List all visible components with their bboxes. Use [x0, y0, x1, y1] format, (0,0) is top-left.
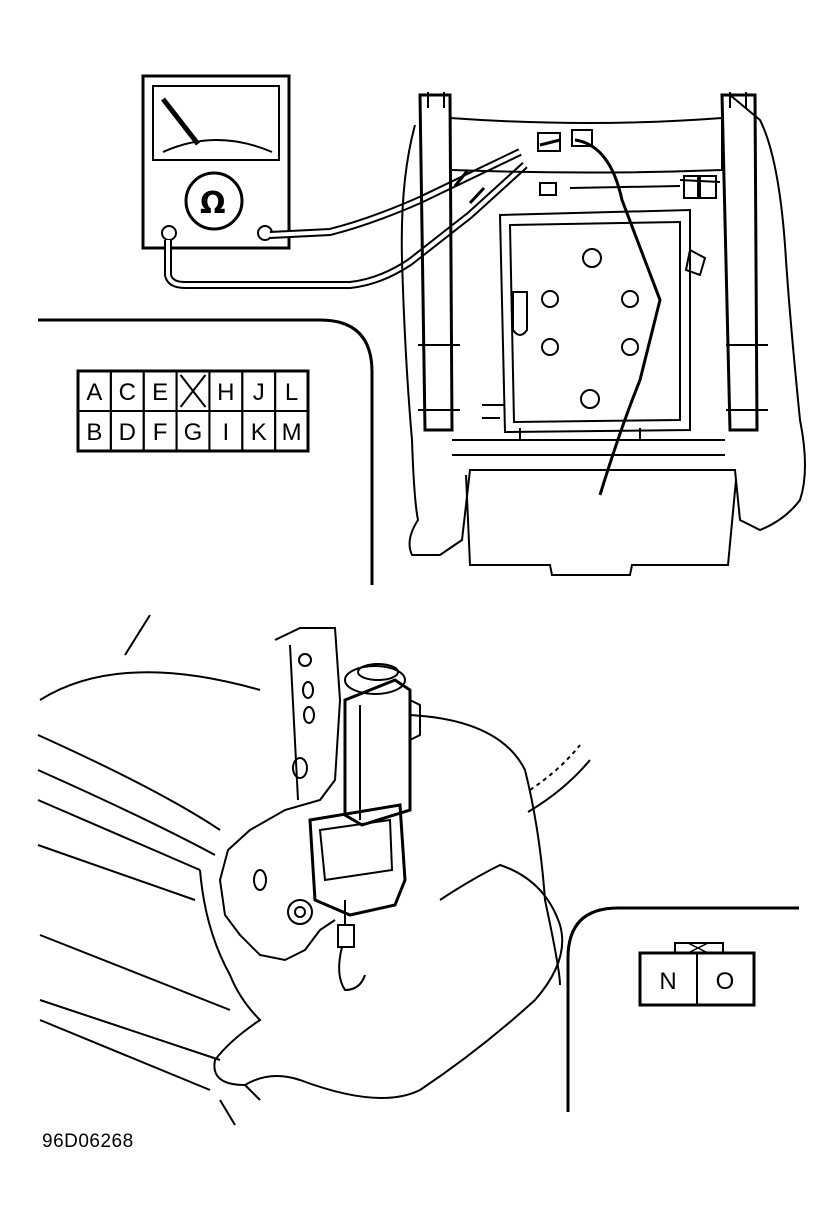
ohmmeter-body: [141, 74, 291, 250]
callout-frame-bottom: [566, 906, 799, 1112]
connector-top-pin-k: K: [251, 419, 267, 446]
recliner-motor-assembly: [37, 614, 591, 1126]
ohm-dial: [184, 171, 244, 231]
connector-top-pin-f: F: [153, 419, 168, 446]
connector-top-pin-d: D: [119, 419, 136, 446]
connector-pin-o: O: [716, 968, 735, 995]
connector-top-pin-h: H: [217, 379, 234, 406]
connector-top-pin-g: G: [184, 419, 203, 446]
connector-top-cell: [274, 410, 309, 452]
ohm-symbol: Ω: [200, 186, 226, 221]
connector-top-pin-i: I: [223, 419, 230, 446]
figure-code: 96D06268: [42, 1131, 134, 1152]
meter-needle: [161, 97, 200, 146]
connector-top-pin-e: E: [152, 379, 168, 406]
seat-frame: [400, 92, 806, 576]
connector-pin-n: N: [659, 968, 676, 995]
connector-bottom: N O: [638, 942, 756, 1007]
ohmmeter-dial-window: [152, 85, 280, 161]
connector-top-pin-l: L: [285, 379, 298, 406]
connector-top-pin-b: B: [86, 419, 102, 446]
terminal-ohm: [257, 225, 273, 241]
connector-top-pin-j: J: [253, 379, 265, 406]
connector-lock-tab: [674, 942, 724, 954]
connector-top-pin-m: M: [282, 419, 302, 446]
connector-top-pin-c: C: [119, 379, 136, 406]
connector-top-blocked-pin: [179, 374, 207, 408]
callout-frame-top: [38, 318, 374, 585]
ohmmeter: [141, 74, 291, 250]
terminal-com: [161, 225, 177, 241]
connector-top-pin-a: A: [86, 379, 102, 406]
